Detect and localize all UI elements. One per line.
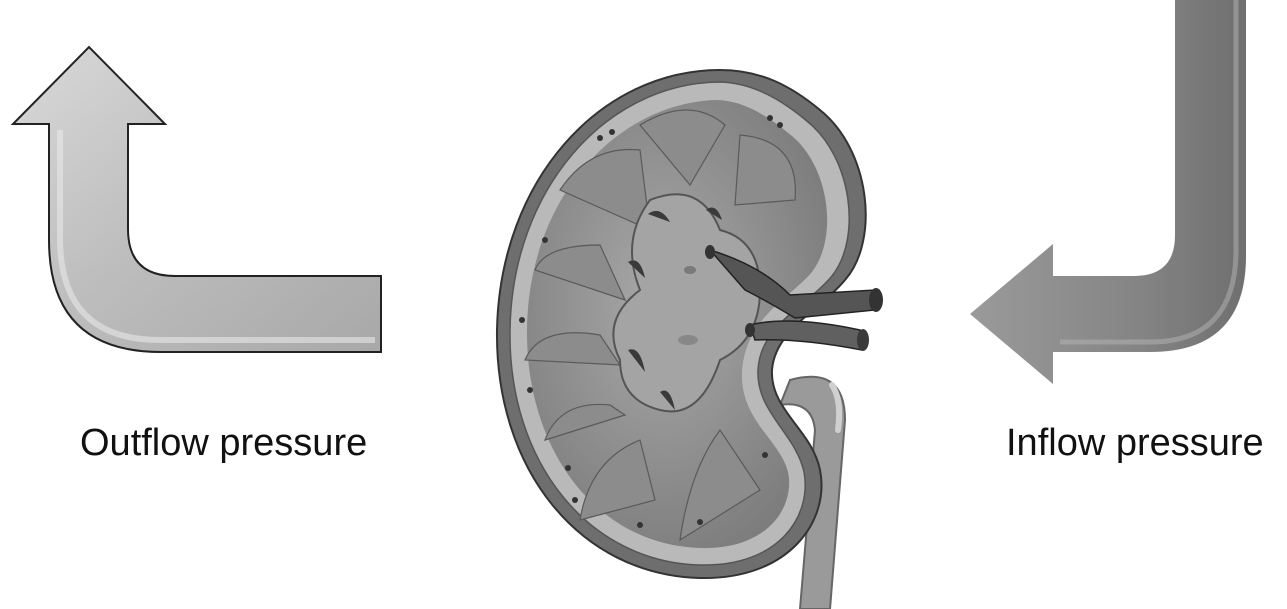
outflow-arrow [13, 47, 381, 352]
inflow-arrow [970, 0, 1246, 384]
outflow-pressure-label: Outflow pressure [80, 424, 367, 462]
kidney-illustration [497, 70, 883, 609]
inflow-pressure-label: Inflow pressure [1006, 424, 1264, 462]
